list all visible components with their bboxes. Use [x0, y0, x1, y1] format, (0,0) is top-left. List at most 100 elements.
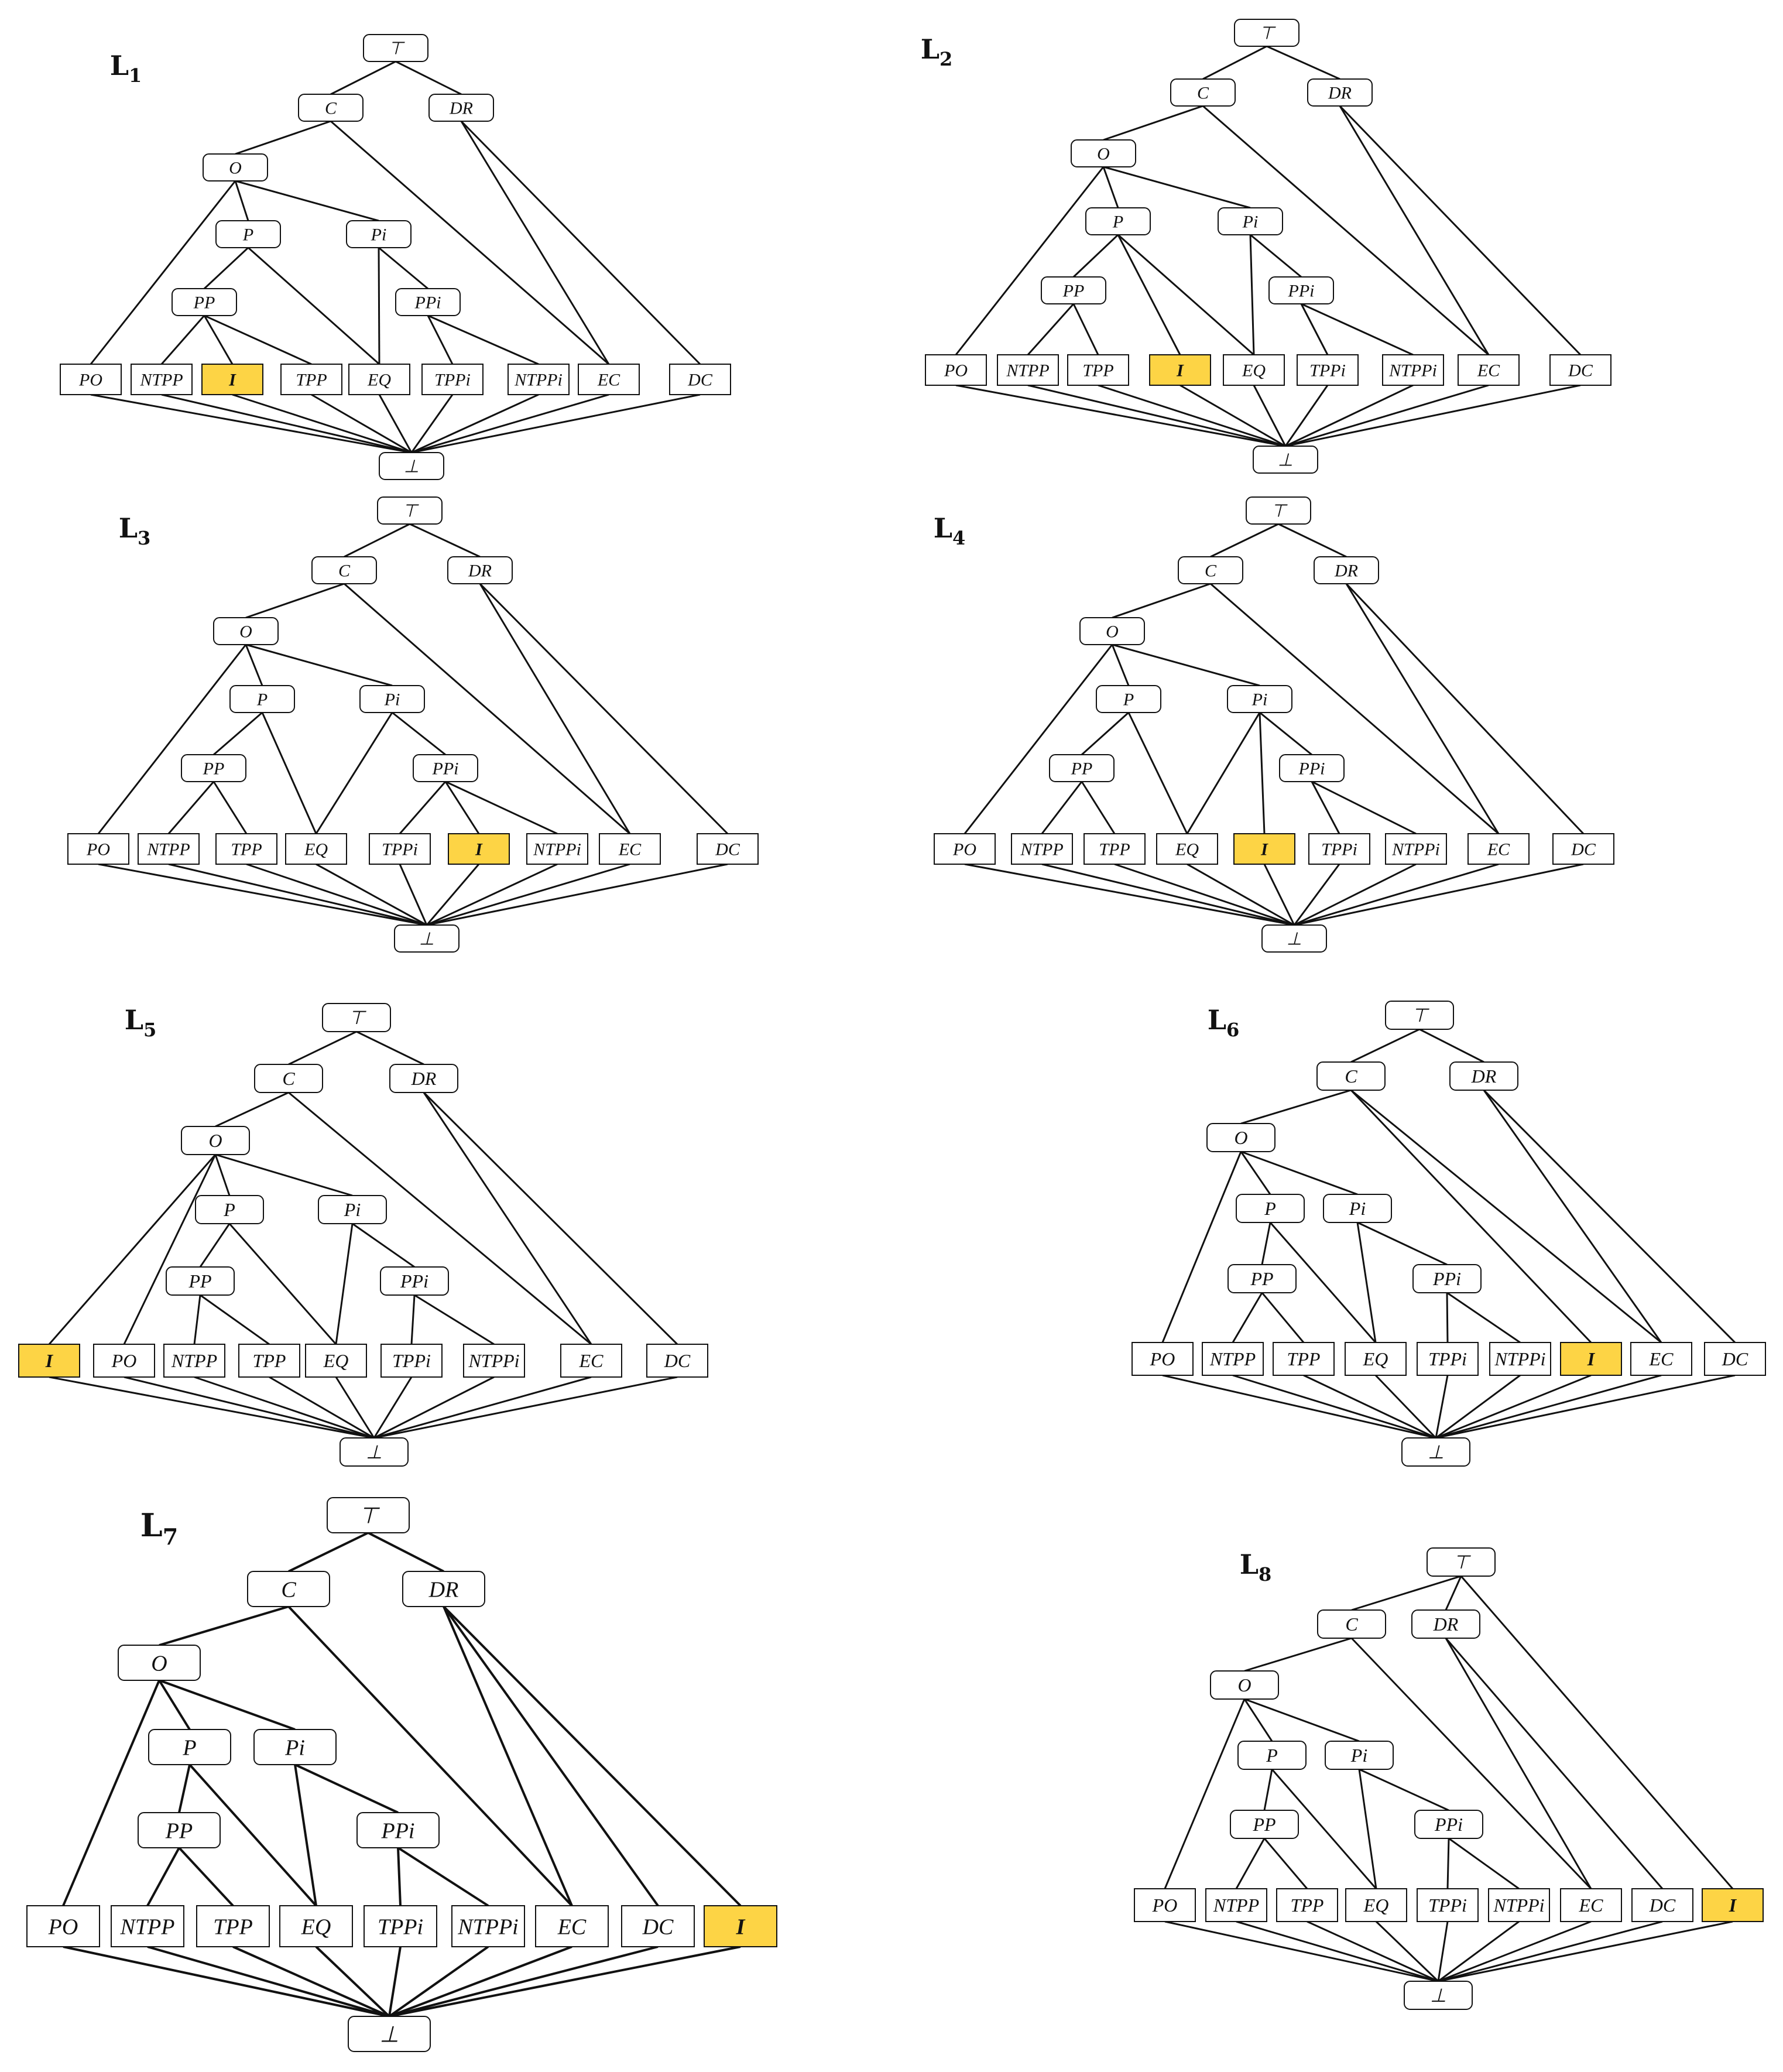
- node-tpp: TPP: [238, 1344, 300, 1378]
- node-label: DC: [1722, 1348, 1748, 1369]
- edge-P-PP: [1081, 711, 1130, 756]
- edge-P-EQ: [188, 1763, 317, 1907]
- edge-top-DR: [368, 1532, 444, 1573]
- node-ec: EC: [578, 364, 640, 395]
- edge-PPi-NTPPi: [1311, 780, 1417, 835]
- edge-O-Pi: [1112, 643, 1260, 687]
- edge-C-O: [215, 1091, 289, 1128]
- edge-I-bottom: [1438, 1920, 1733, 1982]
- edge-EQ-bottom: [1253, 385, 1287, 447]
- edge-DR-I: [443, 1605, 742, 1907]
- node-ec: EC: [535, 1905, 609, 1947]
- edge-DC-bottom: [1285, 384, 1581, 447]
- node-tpp: TPP: [1067, 354, 1129, 386]
- node-label: EC: [597, 371, 620, 390]
- node-box: [535, 1905, 609, 1947]
- node-box: [1631, 1888, 1693, 1922]
- node-label: EQ: [304, 840, 328, 859]
- node-ppi: PPi: [1279, 754, 1345, 782]
- node-label: C: [1197, 84, 1209, 103]
- edge-NTPPi-bottom: [373, 1376, 495, 1439]
- node-pp: PP: [138, 1812, 221, 1848]
- node-pi: Pi: [318, 1195, 387, 1224]
- edge-Pi-EQ: [294, 1764, 317, 1906]
- node-label: EC: [1649, 1348, 1674, 1369]
- edge-O-PO: [1164, 1698, 1246, 1889]
- edge-PPi-I: [444, 781, 480, 834]
- node-label: PO: [952, 840, 976, 859]
- edge-PP-TPP: [1261, 1292, 1305, 1343]
- node-label: EQ: [1363, 1348, 1388, 1369]
- node-dc: DC: [1704, 1342, 1766, 1376]
- lattice-title: L4: [934, 512, 966, 549]
- node-box: [1170, 78, 1236, 107]
- node-box: [1323, 1194, 1392, 1223]
- edge-O-Pi: [159, 1679, 296, 1731]
- node-tppi: TPPi: [421, 364, 484, 395]
- edge-PP-TPP: [200, 1294, 270, 1345]
- edge-O-PO: [97, 644, 247, 834]
- edge-PPi-NTPPi: [427, 314, 539, 365]
- node-tppi: TPPi: [364, 1905, 437, 1947]
- edge-EC-bottom: [389, 1946, 572, 2018]
- node-box: [1131, 1342, 1194, 1376]
- node-i: I: [448, 833, 510, 865]
- node-o: O: [181, 1126, 250, 1155]
- node-ntpp: NTPP: [131, 364, 193, 395]
- node-dr: DR: [428, 94, 494, 122]
- edge-PP-I: [203, 315, 234, 365]
- node-label: PP: [193, 293, 215, 313]
- node-o: O: [1079, 617, 1145, 645]
- node-box: [704, 1905, 777, 1947]
- node-label: NTPP: [120, 1915, 175, 1939]
- edge-TPPi-bottom: [399, 864, 428, 926]
- node-ec: EC: [1560, 1888, 1622, 1922]
- node-tpp: TPP: [1083, 833, 1146, 865]
- node-c: C: [298, 94, 364, 122]
- node-box: [369, 833, 431, 865]
- edge-C-O: [1240, 1089, 1352, 1125]
- node-box: [599, 833, 661, 865]
- node-o: O: [1210, 1670, 1279, 1700]
- edge-TPP-bottom: [1303, 1374, 1436, 1439]
- node-label: DR: [1328, 84, 1352, 103]
- node-label: PO: [86, 840, 110, 859]
- node-box: [1385, 1001, 1454, 1030]
- node-box: [1156, 833, 1218, 865]
- edge-DC-bottom: [426, 863, 728, 926]
- node-label: EQ: [323, 1350, 349, 1371]
- edge-top-I: [1460, 1576, 1734, 1889]
- node-label: Pi: [1350, 1745, 1367, 1766]
- edge-C-O: [1112, 583, 1211, 619]
- edge-TPP-bottom: [246, 863, 427, 926]
- edge-top-C: [288, 1030, 357, 1066]
- edge-DC-bottom: [1435, 1374, 1736, 1439]
- node-eq: EQ: [1345, 1888, 1407, 1922]
- edge-P-PP: [1261, 1222, 1271, 1265]
- node-label: I: [228, 371, 236, 390]
- edge-top-C: [1210, 523, 1279, 558]
- edge-I-bottom: [232, 393, 412, 454]
- node-label: C: [325, 99, 337, 118]
- node-label: ⊥: [404, 457, 419, 477]
- edge-P-EQ: [1269, 1222, 1377, 1343]
- node-box: [1314, 556, 1379, 584]
- edge-DC-bottom: [411, 393, 701, 454]
- node-box: [1178, 556, 1243, 584]
- node-box: [463, 1344, 525, 1378]
- edge-Pi-PPi: [378, 246, 428, 290]
- node-box: [1382, 354, 1444, 386]
- edge-P-I: [1117, 234, 1181, 355]
- edge-PO-bottom: [63, 1946, 390, 2018]
- edge-P-PP: [199, 1223, 231, 1268]
- edge-EC-bottom: [426, 863, 630, 926]
- node-label: NTPPi: [1388, 361, 1437, 381]
- node-label: O: [151, 1651, 167, 1676]
- node-o: O: [118, 1645, 201, 1681]
- node-label: PP: [1071, 759, 1093, 779]
- edge-NTPPi-bottom: [1438, 1920, 1520, 1982]
- edge-EQ-bottom: [315, 1946, 390, 2018]
- edge-top-DR: [1445, 1576, 1462, 1611]
- node-ec: EC: [1458, 354, 1520, 386]
